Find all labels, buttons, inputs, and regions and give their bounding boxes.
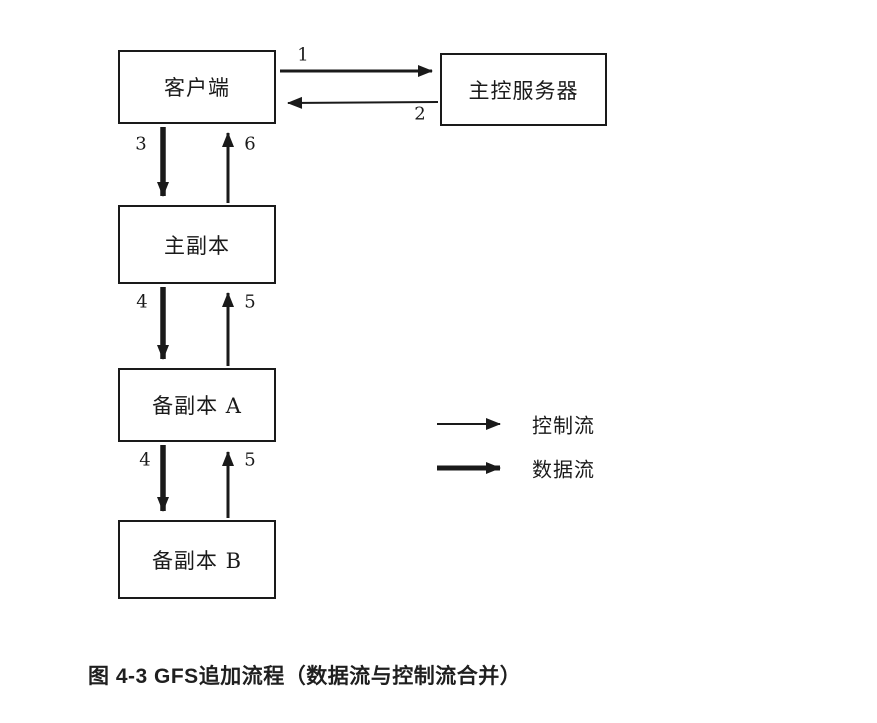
node-master-server: 主控服务器 — [440, 53, 607, 126]
node-master-server-label: 主控服务器 — [468, 78, 579, 103]
step-label-1: 1 — [297, 44, 309, 66]
figure-caption: 图 4-3 GFS追加流程（数据流与控制流合并） — [88, 665, 522, 688]
step-label-6: 6 — [244, 133, 256, 155]
node-secondary-replica-b: 备副本 B — [118, 520, 276, 599]
arrow-step2-master-to-client — [287, 96, 439, 109]
legend-data-flow-label: 数据流 — [532, 457, 595, 482]
step-label-5b: 5 — [244, 449, 256, 471]
node-secondary-replica-a-label: 备副本 A — [152, 394, 242, 418]
node-primary-replica-label: 主副本 — [164, 233, 230, 258]
node-secondary-replica-a: 备副本 A — [118, 368, 276, 442]
step-label-2: 2 — [414, 103, 426, 125]
node-primary-replica: 主副本 — [118, 205, 276, 284]
step-label-3: 3 — [135, 133, 147, 155]
node-client: 客户端 — [118, 50, 276, 124]
step-label-4a: 4 — [136, 291, 148, 313]
node-client-label: 客户端 — [164, 76, 230, 100]
step-label-4b: 4 — [139, 449, 151, 471]
node-secondary-replica-b-label: 备副本 B — [151, 548, 243, 573]
step-label-5a: 5 — [244, 291, 256, 313]
legend-control-flow-label: 控制流 — [532, 413, 595, 438]
